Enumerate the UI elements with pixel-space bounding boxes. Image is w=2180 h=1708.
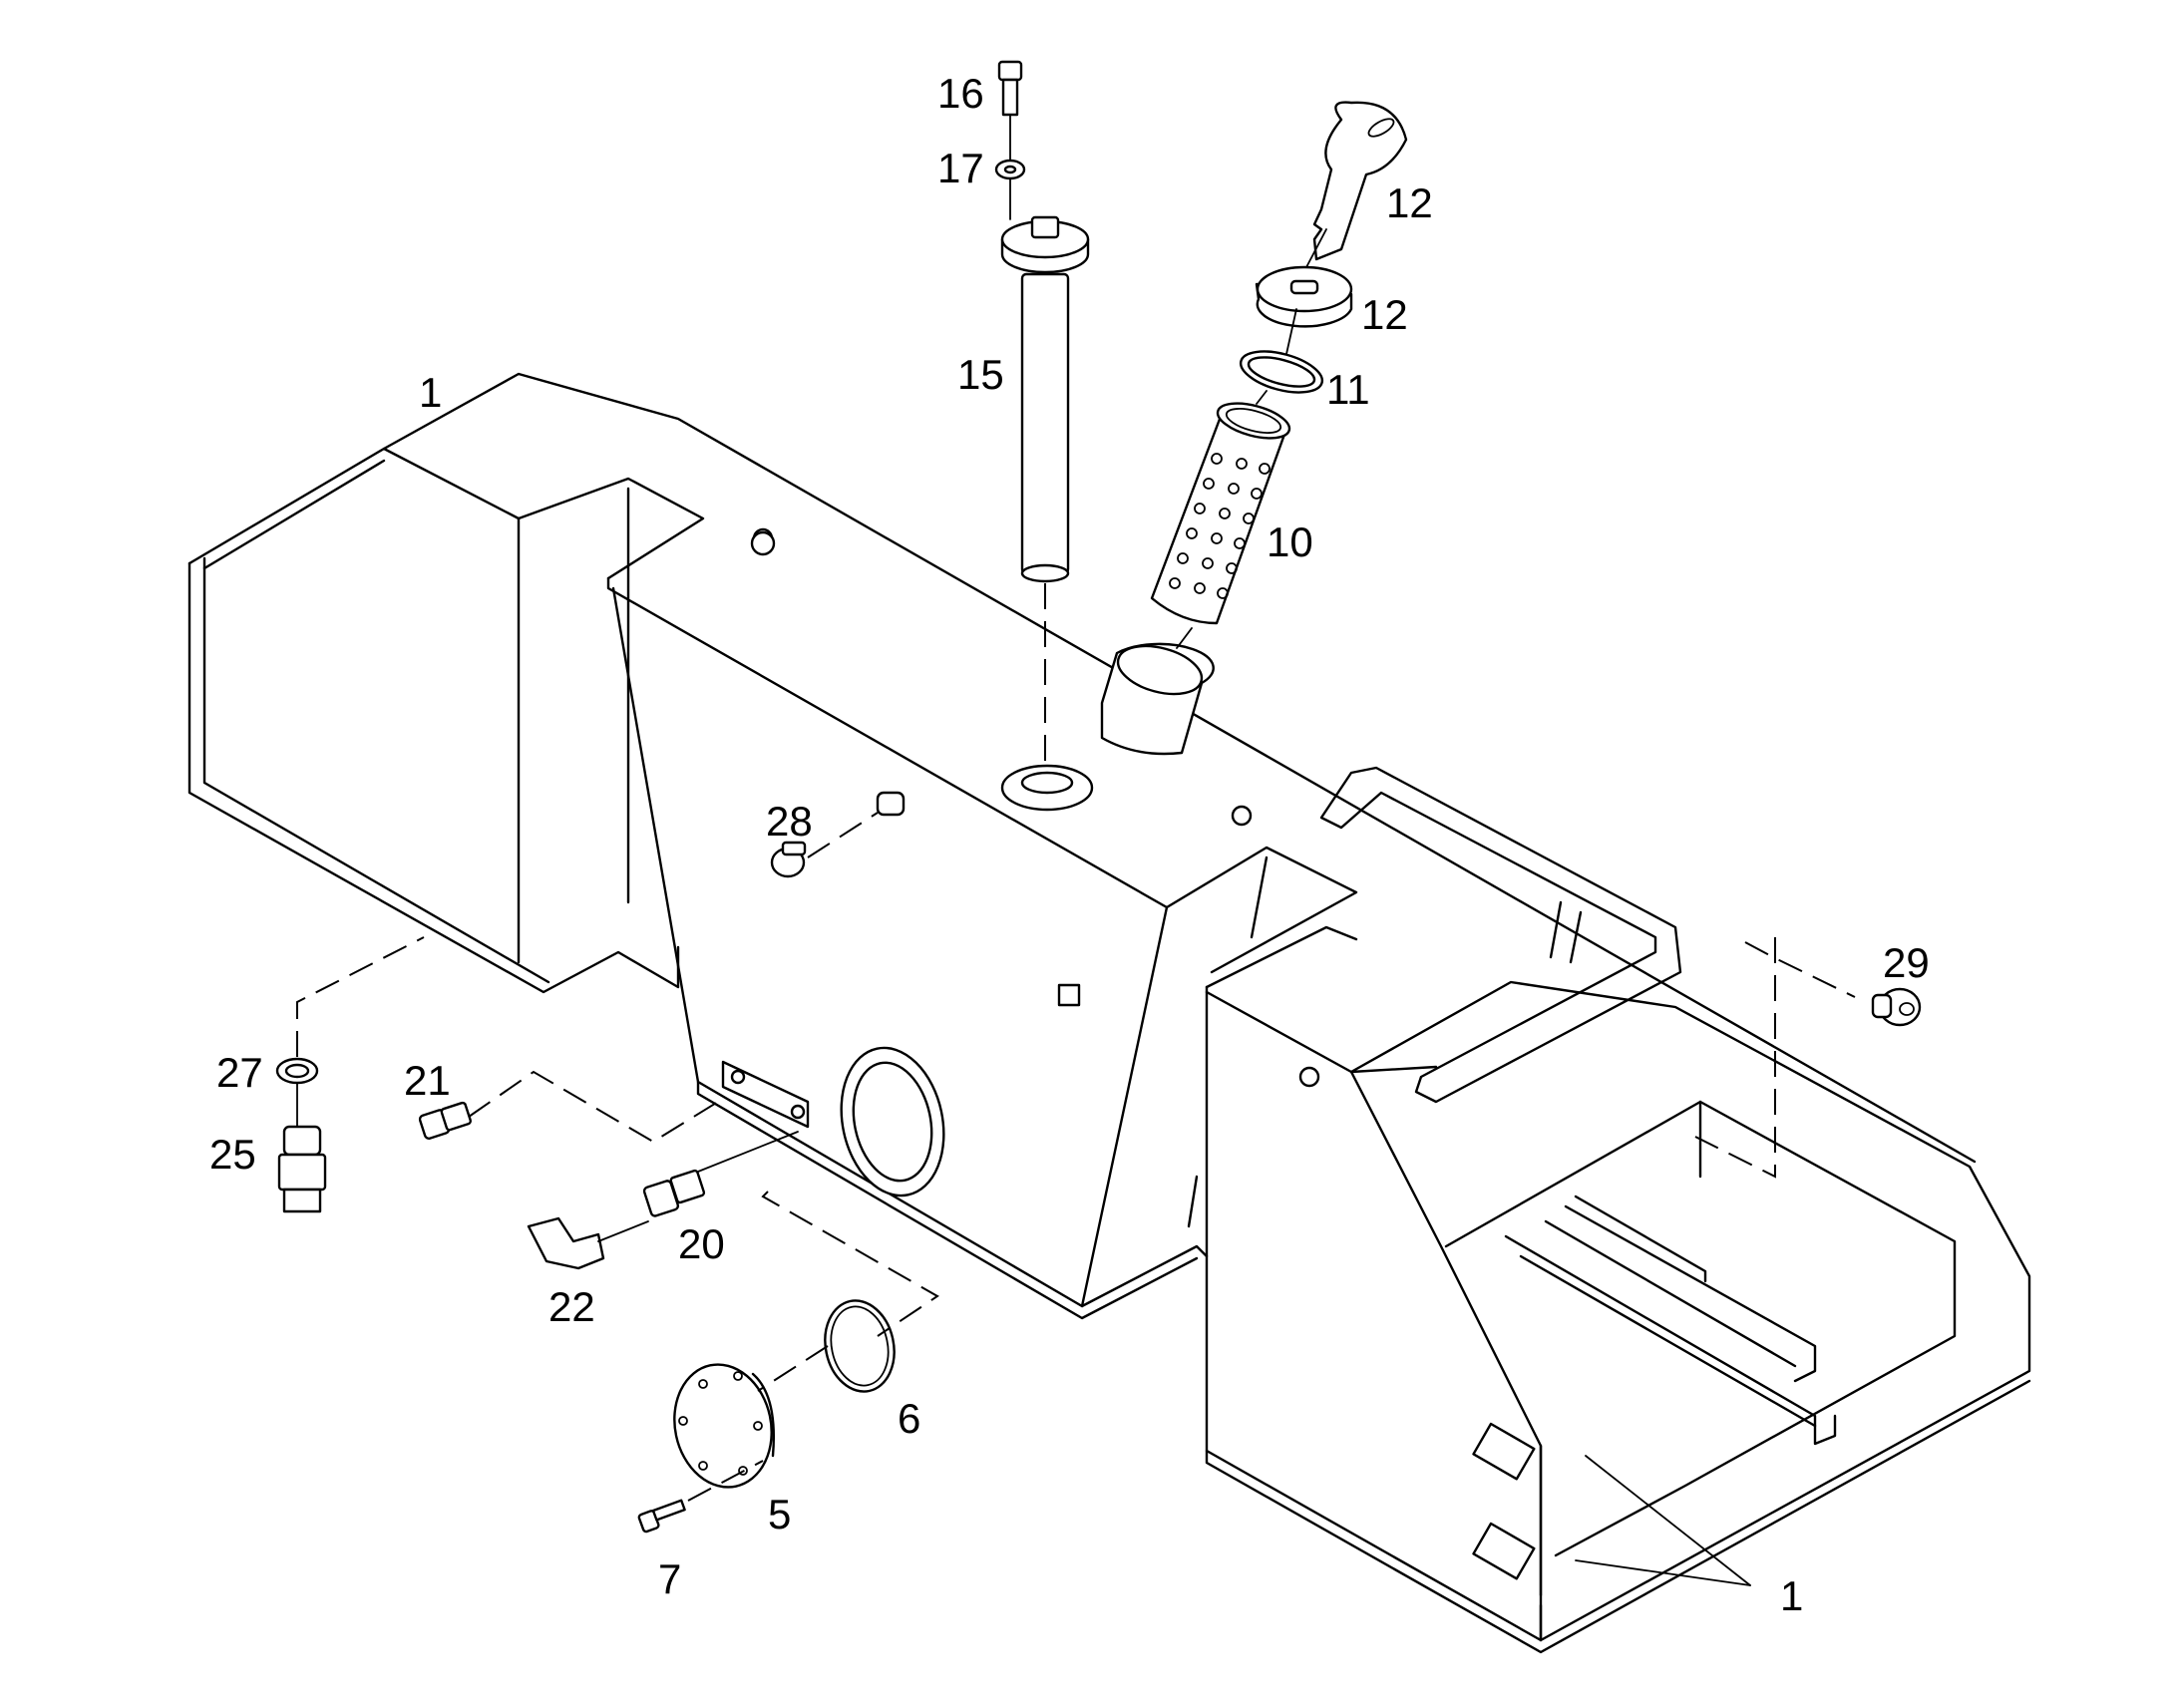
callout-11: 11 bbox=[1326, 366, 1370, 413]
callout-labels: 16 17 12 12 15 11 10 1 28 29 27 21 25 20… bbox=[209, 70, 1930, 1619]
callout-15: 15 bbox=[957, 351, 1004, 398]
callout-21: 21 bbox=[404, 1057, 451, 1104]
callout-20: 20 bbox=[678, 1220, 725, 1267]
part-6-o-ring bbox=[824, 1299, 896, 1393]
callout-27: 27 bbox=[216, 1049, 263, 1096]
part-12-lock-cap bbox=[1255, 265, 1353, 328]
part-20-union bbox=[642, 1169, 706, 1217]
part-29-plug bbox=[1871, 987, 1922, 1027]
callout-17: 17 bbox=[937, 145, 984, 191]
leader-lines bbox=[296, 114, 1856, 1586]
tank-body bbox=[187, 372, 2031, 1654]
part-28-plug bbox=[770, 841, 807, 878]
part-11-seal-ring bbox=[1239, 350, 1324, 394]
part-22-elbow bbox=[527, 1216, 605, 1270]
part-25-fitting bbox=[277, 1125, 327, 1213]
callout-1-top: 1 bbox=[419, 369, 442, 416]
callout-12-cap: 12 bbox=[1361, 291, 1408, 338]
part-27-washer bbox=[275, 1057, 319, 1085]
callout-22: 22 bbox=[548, 1283, 595, 1330]
callout-1-bottom: 1 bbox=[1780, 1572, 1803, 1619]
part-10-strainer bbox=[1150, 402, 1291, 625]
callout-12-key: 12 bbox=[1386, 179, 1433, 226]
part-16-bolt bbox=[997, 60, 1023, 117]
part-15-level-sender bbox=[1000, 215, 1090, 583]
callout-6: 6 bbox=[898, 1395, 920, 1442]
part-5-cover bbox=[673, 1363, 775, 1489]
callout-29: 29 bbox=[1883, 939, 1930, 986]
callout-5: 5 bbox=[768, 1491, 791, 1537]
callout-16: 16 bbox=[937, 70, 984, 117]
part-12-key bbox=[1312, 101, 1408, 261]
callout-25: 25 bbox=[209, 1131, 256, 1178]
callout-7: 7 bbox=[658, 1555, 681, 1602]
part-7-screw bbox=[637, 1499, 686, 1534]
part-28-nut bbox=[876, 791, 906, 817]
callout-10: 10 bbox=[1267, 518, 1313, 565]
part-17-washer bbox=[994, 159, 1026, 180]
callout-28: 28 bbox=[766, 798, 813, 845]
part-21-nipple bbox=[418, 1101, 472, 1140]
